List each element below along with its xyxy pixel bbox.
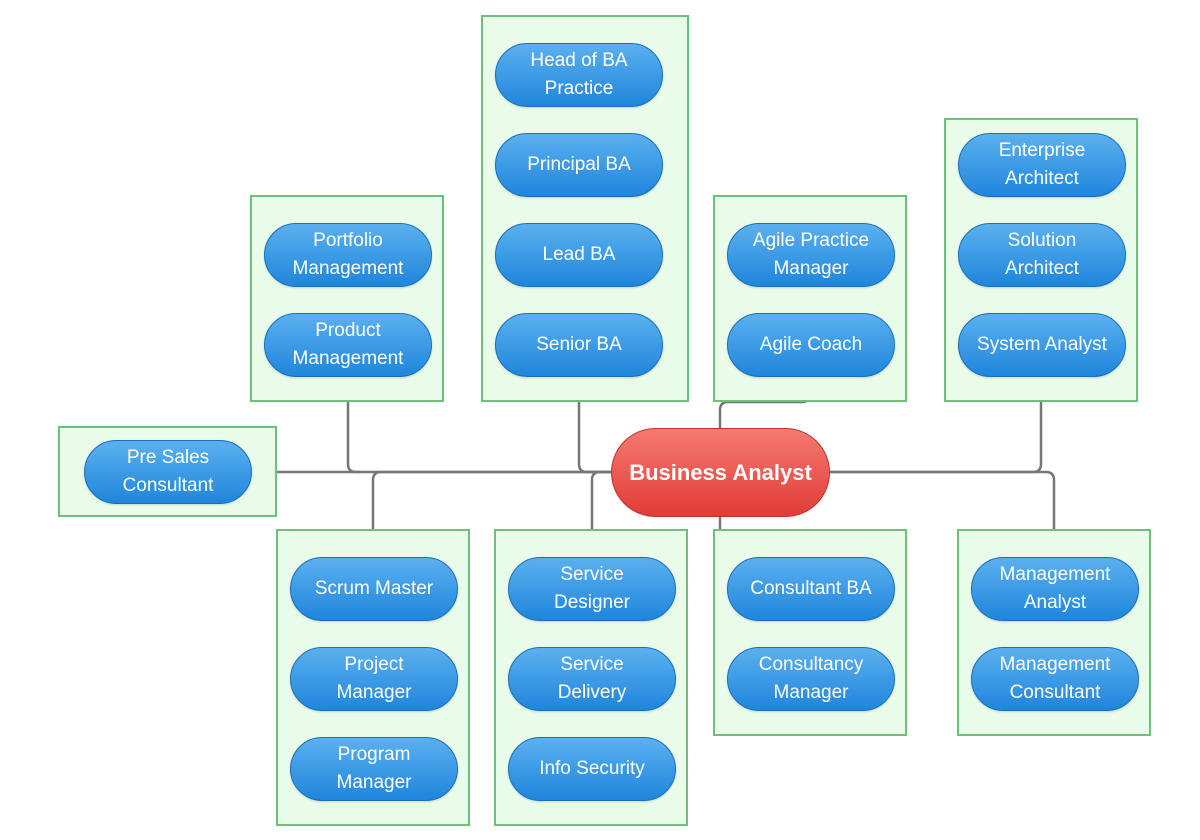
node-enterprise-architect[interactable]: Enterprise Architect bbox=[958, 133, 1126, 197]
group-management: Management Analyst Management Consultant bbox=[957, 529, 1151, 736]
node-management-consultant[interactable]: Management Consultant bbox=[971, 647, 1139, 711]
node-project-manager[interactable]: Project Manager bbox=[290, 647, 458, 711]
node-consultant-ba[interactable]: Consultant BA bbox=[727, 557, 895, 621]
node-lead-ba[interactable]: Lead BA bbox=[495, 223, 663, 287]
node-service-designer[interactable]: Service Designer bbox=[508, 557, 676, 621]
node-program-manager[interactable]: Program Manager bbox=[290, 737, 458, 801]
node-info-security[interactable]: Info Security bbox=[508, 737, 676, 801]
connector-management bbox=[830, 470, 1059, 548]
node-agile-practice-manager[interactable]: Agile Practice Manager bbox=[727, 223, 895, 287]
node-business-analyst[interactable]: Business Analyst bbox=[611, 428, 830, 517]
node-senior-ba[interactable]: Senior BA bbox=[495, 313, 663, 377]
node-head-of-ba-practice[interactable]: Head of BA Practice bbox=[495, 43, 663, 107]
group-architecture: Enterprise Architect Solution Architect … bbox=[944, 118, 1138, 402]
group-presales: Pre Sales Consultant bbox=[58, 426, 277, 517]
node-system-analyst[interactable]: System Analyst bbox=[958, 313, 1126, 377]
connector-project bbox=[368, 470, 612, 548]
node-portfolio-management[interactable]: Portfolio Management bbox=[264, 223, 432, 287]
node-solution-architect[interactable]: Solution Architect bbox=[958, 223, 1126, 287]
node-service-delivery[interactable]: Service Delivery bbox=[508, 647, 676, 711]
node-principal-ba[interactable]: Principal BA bbox=[495, 133, 663, 197]
node-consultancy-manager[interactable]: Consultancy Manager bbox=[727, 647, 895, 711]
node-pre-sales-consultant[interactable]: Pre Sales Consultant bbox=[84, 440, 252, 504]
node-agile-coach[interactable]: Agile Coach bbox=[727, 313, 895, 377]
group-consultancy: Consultant BA Consultancy Manager bbox=[713, 529, 907, 736]
group-ba-career: Head of BA Practice Principal BA Lead BA… bbox=[481, 15, 689, 402]
group-project: Scrum Master Project Manager Program Man… bbox=[276, 529, 470, 826]
node-management-analyst[interactable]: Management Analyst bbox=[971, 557, 1139, 621]
connector-service bbox=[587, 470, 612, 548]
group-portfolio: Portfolio Management Product Management bbox=[250, 195, 444, 402]
node-product-management[interactable]: Product Management bbox=[264, 313, 432, 377]
group-service: Service Designer Service Delivery Info S… bbox=[494, 529, 688, 826]
node-scrum-master[interactable]: Scrum Master bbox=[290, 557, 458, 621]
group-agile: Agile Practice Manager Agile Coach bbox=[713, 195, 907, 402]
